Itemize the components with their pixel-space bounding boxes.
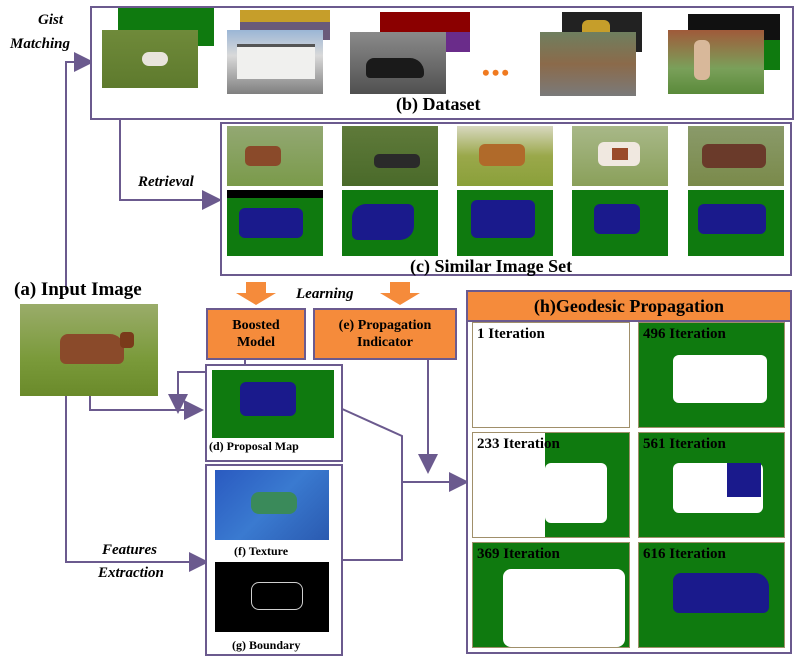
input-image — [20, 304, 158, 396]
similar-label-map-5 — [688, 190, 784, 256]
similar-label-map-3 — [457, 190, 553, 256]
extraction-label: Extraction — [98, 565, 164, 581]
dataset-image-child — [668, 30, 764, 94]
gist-label: Gist — [38, 12, 64, 28]
boosted-label-1: Boosted — [232, 318, 280, 333]
matching-label: Matching — [10, 36, 71, 52]
similar-image-2 — [342, 126, 438, 186]
iteration-label: 616 Iteration — [643, 546, 726, 562]
boundary-caption: (g) Boundary — [232, 638, 301, 652]
proposal-map-caption: (d) Proposal Map — [209, 439, 299, 453]
iteration-496: 496 Iteration — [638, 322, 785, 428]
similar-set-caption: (c) Similar Image Set — [410, 256, 573, 276]
iteration-369: 369 Iteration — [472, 542, 630, 648]
iteration-label: 496 Iteration — [643, 326, 726, 342]
learning-label: Learning — [296, 286, 354, 302]
similar-label-map-1 — [227, 190, 323, 256]
similar-image-5 — [688, 126, 784, 186]
iteration-label: 369 Iteration — [477, 546, 560, 562]
texture-caption: (f) Texture — [234, 544, 289, 558]
retrieval-label: Retrieval — [138, 174, 194, 190]
prop-ind-label-2: Indicator — [357, 335, 413, 350]
similar-image-3 — [457, 126, 553, 186]
similar-label-map-2 — [342, 190, 438, 256]
boosted-label-2: Model — [236, 335, 276, 350]
prop-ind-label-1: (e) Propagation — [338, 318, 432, 333]
boosted-model-block: Boosted Model — [206, 308, 306, 360]
propagation-indicator-block: (e) Propagation Indicator — [313, 308, 457, 360]
similar-image-4 — [572, 126, 668, 186]
iteration-label: 233 Iteration — [477, 436, 560, 452]
similar-image-1 — [227, 126, 323, 186]
iteration-1: 1 Iteration — [472, 322, 630, 428]
iteration-561: 561 Iteration — [638, 432, 785, 538]
iteration-233: 233 Iteration — [472, 432, 630, 538]
input-image-caption: (a) Input Image — [14, 279, 142, 300]
iteration-label: 1 Iteration — [477, 326, 545, 342]
geodesic-title: (h)Geodesic Propagation — [533, 295, 725, 316]
features-label: Features — [102, 542, 158, 558]
dataset-image-sheep — [102, 30, 198, 88]
similar-label-map-4 — [572, 190, 668, 256]
geodesic-title-bar: (h)Geodesic Propagation — [466, 290, 792, 322]
iteration-label: 561 Iteration — [643, 436, 726, 452]
boundary-image — [215, 562, 329, 632]
dataset-image-car — [350, 32, 446, 94]
ellipsis-dots: ••• — [482, 60, 512, 85]
proposal-map-image — [212, 370, 334, 438]
dataset-image-street — [540, 32, 636, 96]
dataset-caption: (b) Dataset — [396, 94, 481, 114]
iteration-616: 616 Iteration — [638, 542, 785, 648]
texture-image — [215, 470, 329, 540]
dataset-image-building — [227, 30, 323, 94]
